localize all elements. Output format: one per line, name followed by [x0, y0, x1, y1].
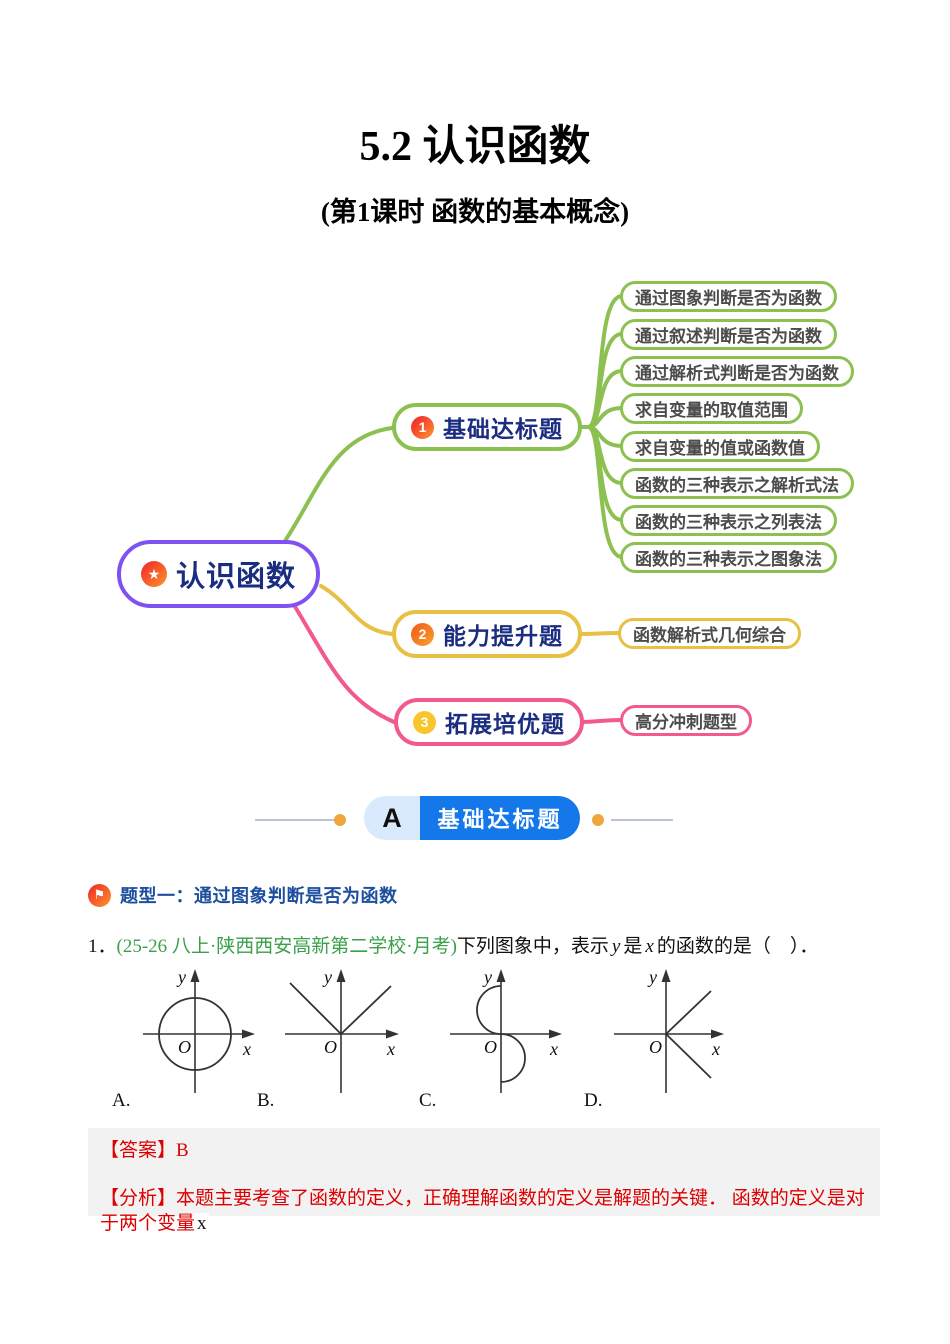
option-graph-b: y x O: [281, 967, 403, 1097]
x-axis-label: x: [711, 1039, 720, 1059]
origin-label: O: [178, 1037, 191, 1057]
banner-letter-chip: A: [364, 796, 420, 840]
mindmap-leaf: 通过图象判断是否为函数: [620, 281, 837, 312]
number-3-icon: 3: [413, 710, 436, 734]
x-axis-label: x: [242, 1039, 251, 1059]
option-letter-a: A.: [112, 1090, 131, 1111]
branch-label: 能力提升题: [443, 623, 563, 649]
mindmap-leaf: 函数的三种表示之解析式法: [620, 468, 854, 499]
variable-x: x: [645, 936, 654, 957]
origin-label: O: [324, 1037, 337, 1057]
mindmap-branch-basic: 1 基础达标题: [392, 403, 582, 451]
mindmap-leaf: 函数的三种表示之图象法: [620, 542, 837, 573]
option-letter-b: B.: [257, 1090, 275, 1111]
answer-label: 【答案】: [100, 1140, 177, 1161]
answer-block: 【答案】B 【分析】本题主要考查了函数的定义，正确理解函数的定义是解题的关键． …: [88, 1128, 880, 1234]
banner-line-left: [255, 819, 335, 821]
origin-label: O: [484, 1037, 497, 1057]
option-graph-a: y x O: [137, 967, 259, 1097]
branch-label: 拓展培优题: [445, 711, 565, 737]
mindmap-branch-extension: 3 拓展培优题: [394, 698, 584, 746]
mindmap-leaf: 函数的三种表示之列表法: [620, 505, 837, 536]
banner-dot-right-icon: [592, 814, 604, 826]
y-axis-label: y: [647, 967, 657, 987]
question-stem-post: 的函数的是（ ）．: [656, 936, 819, 957]
x-axis-label: x: [549, 1039, 558, 1059]
option-letter-d: D.: [584, 1090, 603, 1111]
analysis-label: 【分析】: [100, 1188, 177, 1209]
mindmap-connectors: [281, 294, 624, 724]
section-banner: A 基础达标题: [0, 795, 950, 843]
page-title: 5.2 认识函数: [359, 124, 591, 170]
question-stem-pre: 下列图象中，表示: [456, 936, 609, 957]
mindmap-leaf: 通过叙述判断是否为函数: [620, 319, 837, 350]
topic-heading: ⚑ 题型一：通过图象判断是否为函数: [88, 882, 398, 908]
mindmap: ★ 认识函数 1 基础达标题 2 能力提升题 3 拓展培优题 通过图象判断是否为…: [0, 270, 950, 765]
answer-line: 【答案】B: [100, 1138, 868, 1163]
analysis-text: 本题主要考查了函数的定义，正确理解函数的定义是解题的关键． 函数的定义是对于两个…: [100, 1188, 865, 1234]
branch-label: 基础达标题: [443, 416, 563, 442]
option-graph-c: y x O: [444, 967, 566, 1097]
page-subtitle: (第1课时 函数的基本概念): [320, 197, 630, 227]
question-number: 1．: [88, 936, 117, 957]
option-graph-d: y x O: [606, 967, 728, 1097]
mindmap-root-node: ★ 认识函数: [117, 540, 321, 608]
option-letter-c: C.: [419, 1090, 437, 1111]
mindmap-branch-ability: 2 能力提升题: [392, 610, 582, 658]
banner-line-right: [611, 819, 673, 821]
x-axis-label: x: [386, 1039, 395, 1059]
analysis-variable-x: x: [195, 1213, 209, 1234]
banner-title-pill: 基础达标题: [420, 796, 580, 840]
number-2-icon: 2: [411, 622, 434, 646]
number-1-icon: 1: [411, 415, 434, 439]
analysis-line: 【分析】本题主要考查了函数的定义，正确理解函数的定义是解题的关键． 函数的定义是…: [100, 1186, 868, 1236]
banner-dot-left-icon: [334, 814, 346, 826]
mindmap-root-label: 认识函数: [176, 561, 297, 593]
mindmap-leaf: 求自变量的值或函数值: [620, 431, 820, 462]
mindmap-leaf: 高分冲刺题型: [620, 705, 752, 736]
answer-value: B: [176, 1140, 189, 1161]
question-stem-mid: 是: [623, 936, 643, 957]
flag-icon: ⚑: [88, 883, 111, 907]
topic-label: 题型一：通过图象判断是否为函数: [120, 886, 398, 906]
origin-label: O: [649, 1037, 662, 1057]
mindmap-leaf: 函数解析式几何综合: [618, 618, 801, 649]
variable-y: y: [611, 936, 621, 957]
y-axis-label: y: [322, 967, 332, 987]
question-source: (25-26 八上·陕西西安高新第二学校·月考): [116, 936, 457, 957]
mindmap-leaf: 求自变量的取值范围: [620, 393, 803, 424]
mindmap-leaf: 通过解析式判断是否为函数: [620, 356, 854, 387]
star-icon: ★: [141, 561, 167, 587]
y-axis-label: y: [176, 967, 186, 987]
y-axis-label: y: [482, 967, 492, 987]
